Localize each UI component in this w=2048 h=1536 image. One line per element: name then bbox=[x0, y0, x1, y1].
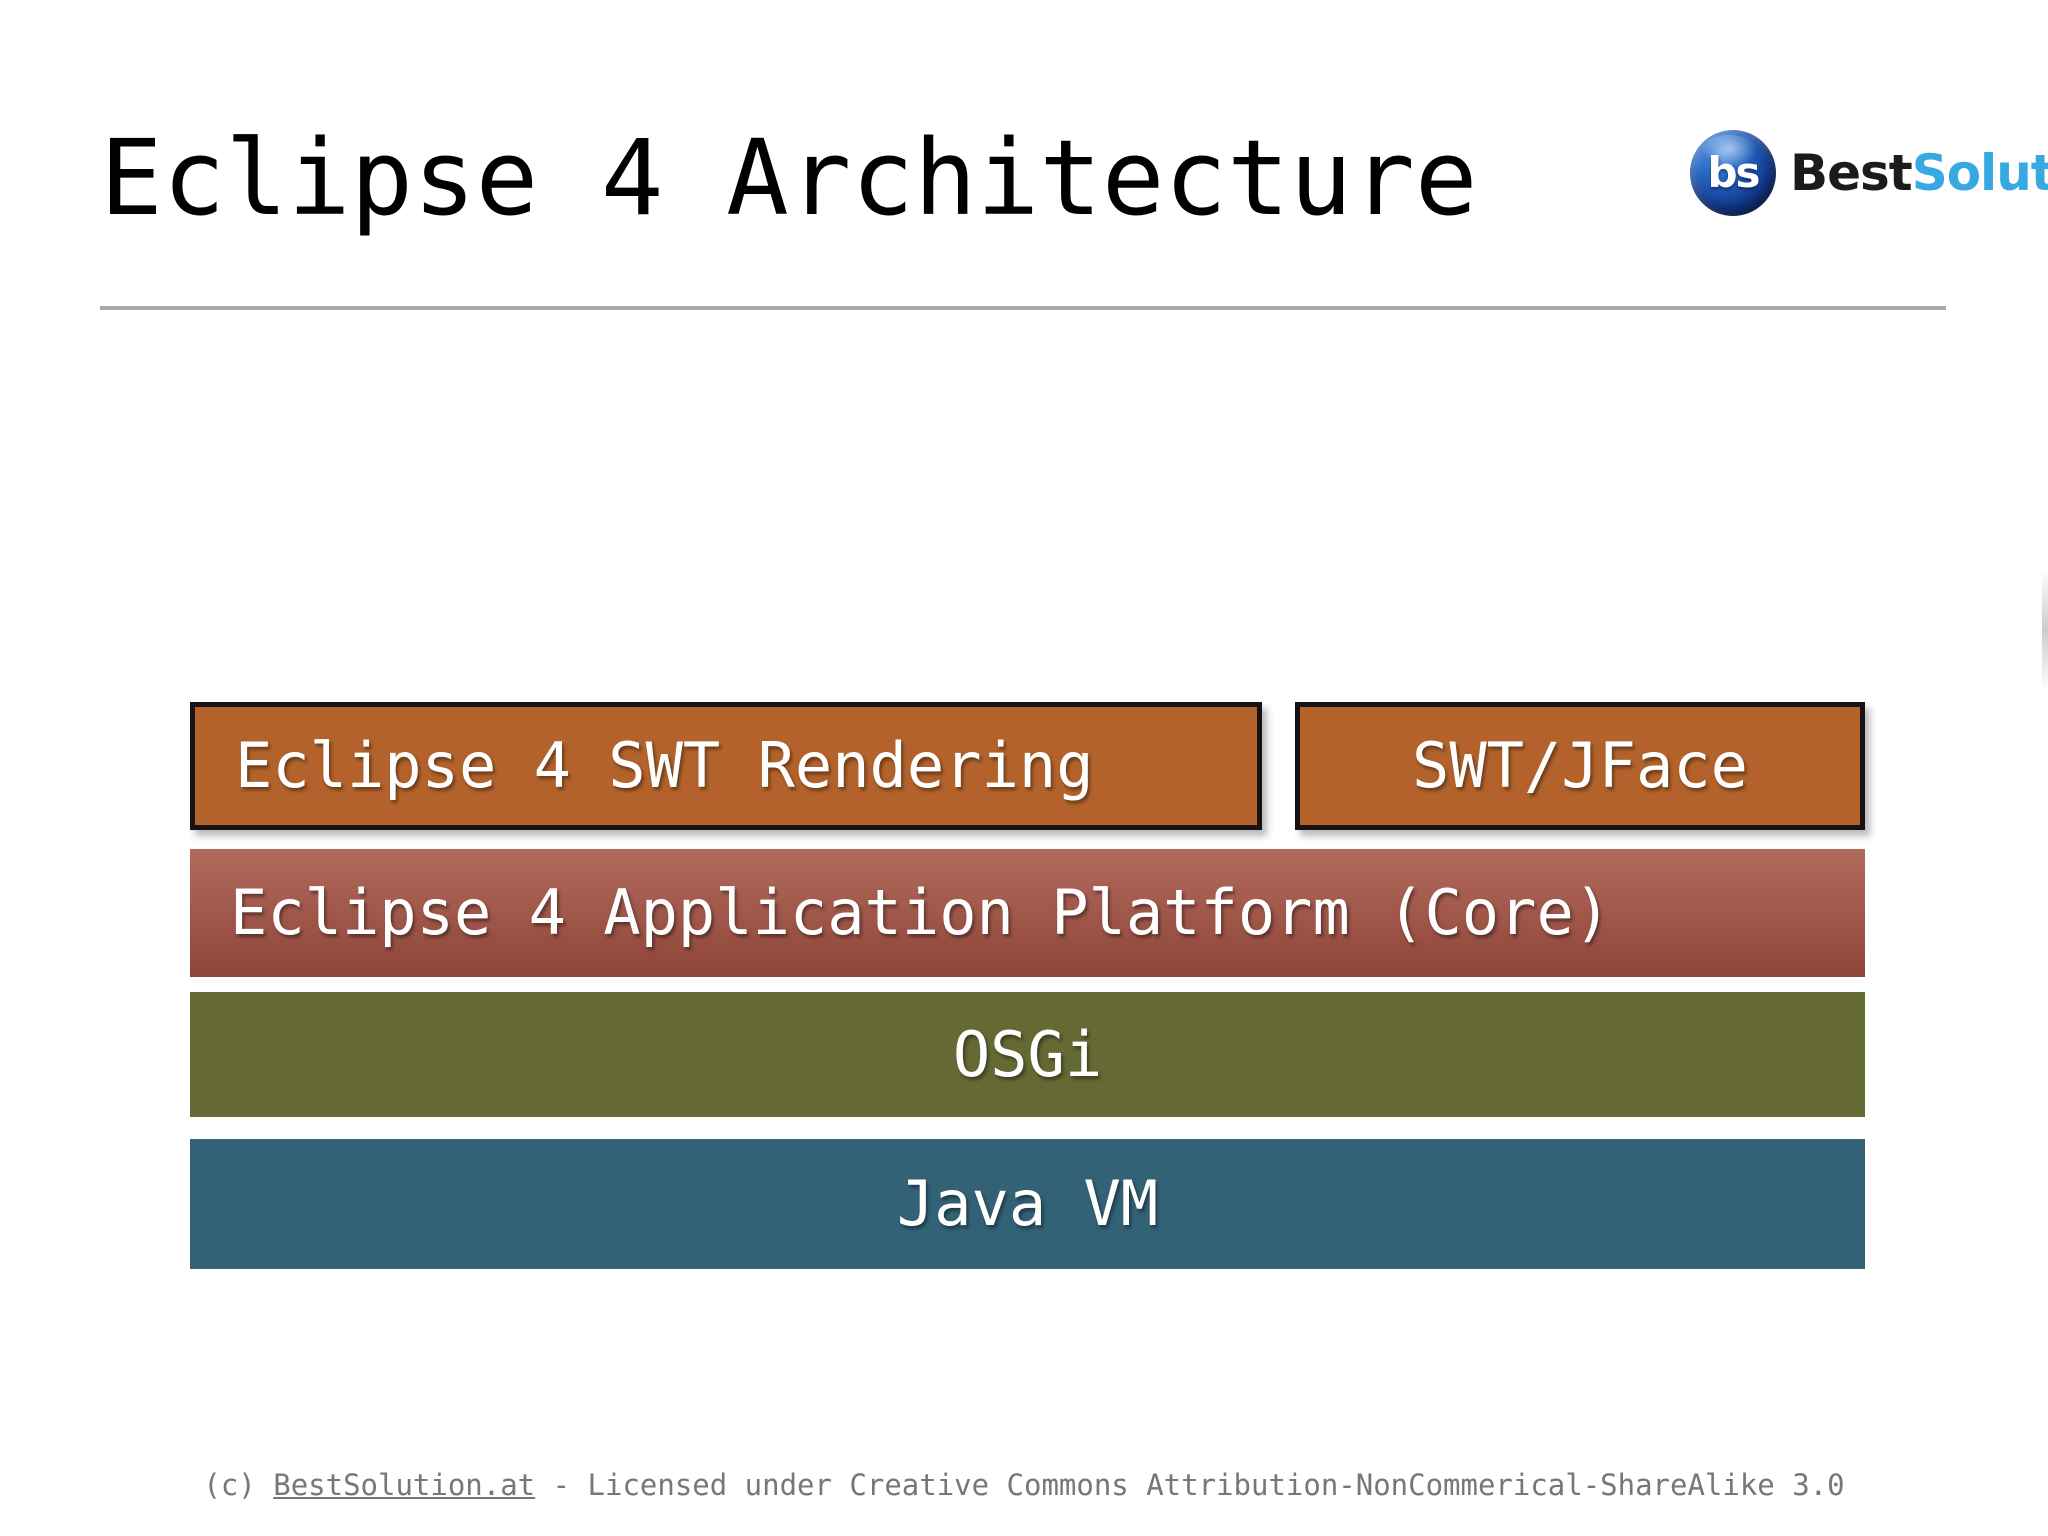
footer-suffix: - Licensed under Creative Commons Attrib… bbox=[535, 1468, 1845, 1502]
stack-row-osgi: OSGi bbox=[190, 977, 1865, 1117]
page-title: Eclipse 4 Architecture bbox=[100, 117, 1478, 239]
title-divider bbox=[100, 306, 1946, 310]
footer-prefix: (c) bbox=[203, 1468, 274, 1502]
block-osgi: OSGi bbox=[190, 992, 1865, 1117]
stack-row-rendering: Eclipse 4 SWT Rendering SWT/JFace bbox=[190, 702, 1865, 830]
brand-word-best: Best bbox=[1790, 144, 1913, 202]
right-edge-artifact bbox=[2042, 570, 2048, 690]
block-eclipse4-application-platform-core: Eclipse 4 Application Platform (Core) bbox=[190, 849, 1865, 977]
block-swt-jface: SWT/JFace bbox=[1295, 702, 1865, 830]
block-java-vm: Java VM bbox=[190, 1139, 1865, 1269]
footer-bestsolution-link[interactable]: BestSolution.at bbox=[273, 1468, 536, 1502]
brand-wordmark: BestSolution bbox=[1790, 144, 2048, 202]
brand-logo: bs BestSolution bbox=[1690, 130, 2048, 216]
stack-row-core: Eclipse 4 Application Platform (Core) bbox=[190, 830, 1865, 977]
block-eclipse4-swt-rendering: Eclipse 4 SWT Rendering bbox=[190, 702, 1262, 830]
architecture-stack: Eclipse 4 SWT Rendering SWT/JFace Eclips… bbox=[190, 702, 1865, 1269]
footer-license: (c) BestSolution.at - Licensed under Cre… bbox=[0, 1468, 2048, 1502]
bs-badge-icon: bs bbox=[1690, 130, 1776, 216]
brand-word-solution: Solution bbox=[1911, 144, 2048, 202]
stack-row-jvm: Java VM bbox=[190, 1117, 1865, 1269]
bs-badge-label: bs bbox=[1707, 147, 1760, 197]
